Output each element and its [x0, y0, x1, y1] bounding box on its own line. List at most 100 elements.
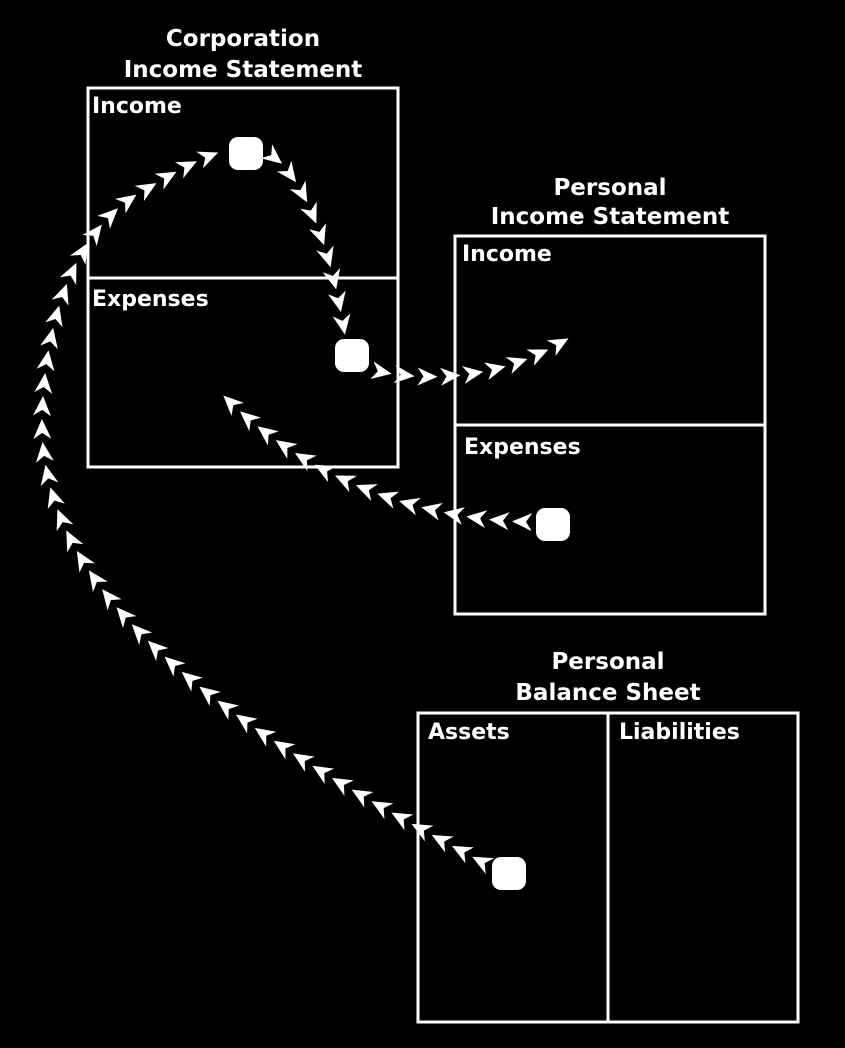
arrowhead-icon	[88, 570, 108, 592]
arrowhead-icon	[377, 491, 400, 509]
arrowhead-icon	[505, 357, 528, 375]
personal-is-title-line2: Income Statement	[491, 204, 730, 230]
arrowhead-icon	[199, 686, 221, 707]
arrowhead-icon	[66, 530, 84, 553]
arrowhead-icon	[59, 262, 77, 285]
arrowhead-icon	[472, 856, 495, 875]
assets-label: Assets	[428, 720, 510, 745]
corp-expenses-label: Expenses	[92, 287, 209, 312]
arrowhead-icon	[47, 487, 65, 510]
arrowhead-icon	[335, 475, 357, 493]
arrowhead-icon	[489, 512, 510, 531]
arrowhead-icon	[34, 373, 53, 394]
arrowhead-icon	[51, 283, 69, 306]
arrowhead-icon	[40, 327, 58, 350]
arrowhead-icon	[451, 845, 474, 864]
arrowhead-icon	[36, 350, 55, 372]
arrowhead-icon	[322, 267, 341, 290]
flow-corp-income-to-corp-expenses	[260, 144, 351, 335]
arrowhead-icon	[134, 183, 157, 202]
arrowhead-icon	[526, 349, 549, 366]
personal-expenses-label: Expenses	[464, 435, 581, 460]
corp-title-line1: Corporation	[166, 26, 320, 52]
arrowhead-icon	[483, 362, 506, 380]
arrowhead-icon	[147, 640, 169, 662]
personal-balance-sheet: Personal Balance Sheet Assets Liabilitie…	[416, 649, 800, 1024]
arrowhead-icon	[399, 497, 421, 516]
arrowhead-icon	[116, 607, 137, 629]
personal-is-title-line1: Personal	[553, 175, 666, 201]
arrowhead-icon	[97, 208, 118, 229]
arrowhead-icon	[308, 223, 326, 246]
arrowhead-icon	[391, 812, 414, 831]
arrowhead-icon	[76, 550, 95, 573]
arrowhead-icon	[411, 823, 434, 842]
arrowhead-icon	[371, 801, 394, 819]
arrowhead-icon	[69, 243, 88, 265]
arrowhead-icon	[393, 365, 415, 384]
arrowhead-icon	[275, 440, 298, 459]
arrowhead-icon	[102, 589, 122, 611]
arrowhead-icon	[312, 765, 335, 784]
arrowhead-icon	[181, 671, 203, 692]
arrowhead-icon	[33, 395, 51, 417]
arrowhead-icon	[273, 740, 296, 760]
personal-income-label: Income	[462, 242, 552, 267]
arrowhead-icon	[131, 624, 153, 645]
flow-personal-expenses-to-corp-expenses	[223, 395, 533, 532]
arrowhead-icon	[257, 426, 279, 446]
personal-income-statement: Personal Income Statement Income Expense…	[453, 175, 767, 616]
balance-sheet-title-line1: Personal	[551, 649, 664, 675]
arrowhead-icon	[351, 789, 374, 808]
flow-asset-to-corp-income	[33, 151, 495, 875]
arrowhead-icon	[82, 224, 102, 247]
arrowhead-icon	[292, 753, 315, 772]
arrowhead-icon	[443, 507, 465, 525]
arrowhead-icon	[328, 290, 346, 312]
arrowhead-icon	[512, 513, 533, 532]
arrowhead-icon	[260, 144, 283, 164]
corp-title-line2: Income Statement	[124, 57, 363, 83]
arrowhead-icon	[276, 160, 297, 183]
liabilities-label: Liabilities	[619, 720, 740, 745]
arrowhead-icon	[236, 714, 258, 734]
arrowhead-icon	[217, 700, 239, 720]
flow-nodes	[229, 137, 570, 890]
arrowhead-icon	[40, 464, 59, 487]
corp-income-node	[229, 137, 263, 170]
arrowhead-icon	[196, 151, 219, 169]
arrowhead-icon	[421, 503, 443, 521]
arrowhead-icon	[466, 510, 488, 529]
arrowhead-icon	[370, 361, 392, 380]
arrowhead-icon	[175, 161, 197, 179]
arrowhead-icon	[45, 305, 63, 328]
arrowhead-icon	[439, 367, 461, 386]
personal-expenses-node	[536, 508, 570, 541]
arrowhead-icon	[294, 453, 317, 472]
arrowhead-icon	[114, 194, 137, 214]
arrowhead-icon	[461, 366, 484, 384]
arrowhead-icon	[316, 245, 334, 268]
arrowhead-icon	[314, 464, 337, 483]
arrowhead-icon	[223, 395, 244, 416]
arrowhead-icon	[35, 441, 54, 463]
corp-expenses-node	[335, 339, 369, 372]
arrowhead-icon	[56, 509, 74, 532]
corp-income-label: Income	[92, 94, 182, 119]
arrowhead-icon	[33, 418, 52, 440]
flow-arrows	[33, 144, 569, 875]
arrowhead-icon	[332, 313, 351, 335]
flow-corp-expenses-to-personal-income	[370, 338, 569, 386]
corporation-income-statement: Corporation Income Statement Income Expe…	[86, 26, 400, 469]
arrowhead-icon	[164, 656, 186, 677]
arrowhead-icon	[289, 180, 308, 203]
arrowhead-icon	[331, 777, 354, 796]
arrowhead-icon	[355, 484, 378, 501]
arrowhead-icon	[546, 338, 569, 357]
balance-sheet-title-line2: Balance Sheet	[515, 680, 700, 706]
assets-node	[492, 857, 526, 890]
arrowhead-icon	[417, 367, 438, 386]
arrowhead-icon	[240, 411, 262, 432]
